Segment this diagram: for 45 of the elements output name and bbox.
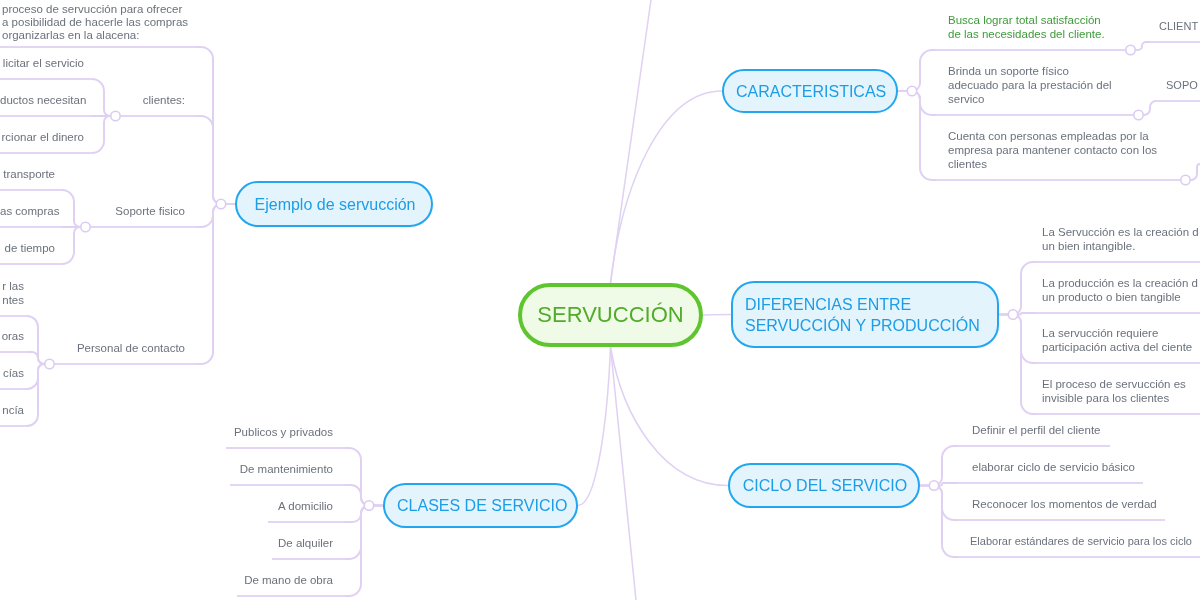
main-topic: CLASES DE SERVICIO [383, 483, 578, 528]
subtopic: transporte [0, 167, 62, 191]
subtopic: licitar el servicio [0, 56, 92, 80]
branch-line [1143, 100, 1157, 116]
branch-line [609, 346, 637, 600]
main-topic: CICLO DEL SERVICIO [728, 463, 920, 508]
subtopic: De mano de obra [237, 573, 345, 597]
subtopic: El proceso de servucción es invisible para los clientes [1036, 377, 1200, 415]
subtopic: elaborar ciclo de servicio básico [958, 460, 1143, 484]
subtopic: La producción es la creación d un producto o bien tangible [1036, 276, 1200, 314]
subtopic: rcionar el dinero [0, 130, 92, 154]
subtopic: De alquiler [272, 536, 345, 560]
subtopic: Definir el perfil del cliente [958, 423, 1110, 447]
subtopic: de tiempo [0, 241, 62, 265]
branch-line [91, 78, 111, 117]
subtopic: La servucción requiere participación activa del ciente [1036, 326, 1200, 364]
subtopic: cías [0, 366, 27, 390]
main-topic: CARACTERISTICAS [722, 69, 898, 113]
subtopic: oras [0, 329, 27, 353]
branch-line [1135, 41, 1151, 51]
subtopic: CLIENT [1150, 19, 1200, 43]
subtopic: La Servucción es la creación d un bien intangible. [1036, 225, 1200, 263]
branch-line [1190, 163, 1200, 181]
subtopic: De mantenimiento [230, 462, 345, 486]
main-topic: Ejemplo de servucción [235, 181, 433, 227]
branch-line [26, 351, 45, 365]
subtopic: ductos necesitan [0, 93, 92, 117]
subtopic: Publicos y privados [226, 425, 345, 449]
subtopic: r las ntes [0, 279, 27, 317]
subtopic: proceso de servucción para ofrecer a posibilidad de hacerle las compras organizarlas en la alacena: [0, 3, 197, 48]
subtopic: Elaborar estándares de servicio para los ciclo [958, 534, 1200, 558]
branch-line [61, 189, 81, 228]
branch-line [91, 115, 111, 154]
central-topic: SERVUCCIÓN [518, 283, 703, 347]
branch-line [26, 363, 45, 427]
subtopic: SOPO [1156, 78, 1200, 102]
branch-line [609, 346, 729, 487]
subtopic: A domicilio [268, 499, 345, 523]
subtopic: Reconocer los momentos de verdad [958, 497, 1165, 521]
main-topic: DIFERENCIAS ENTRE SERVUCCIÓN Y PRODUCCIÓN [731, 281, 999, 348]
branch-line [609, 0, 652, 284]
branch-line [702, 313, 732, 316]
branch-line [61, 226, 81, 265]
subtopic: as compras [0, 204, 62, 228]
subtopic: ncía [0, 403, 27, 427]
